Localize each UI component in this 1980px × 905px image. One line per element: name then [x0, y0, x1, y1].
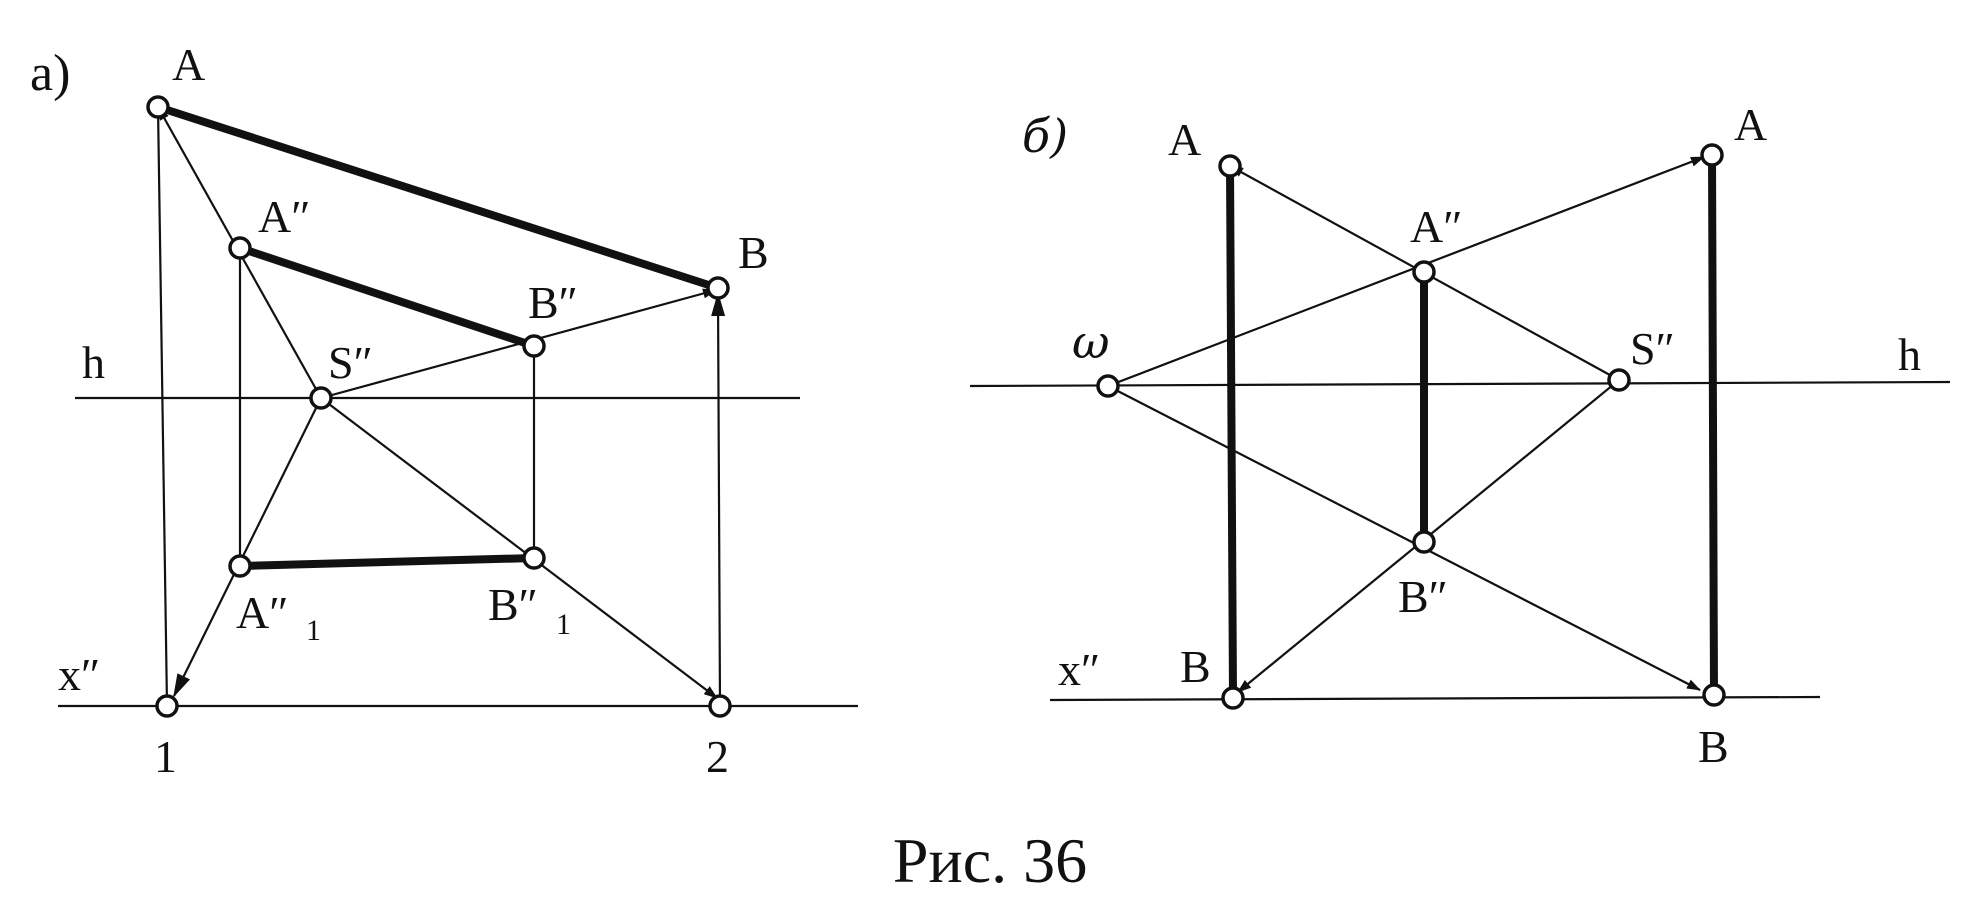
- label-B21: B″: [488, 579, 538, 630]
- segment-A21B21: [236, 554, 538, 570]
- line-2-to-B: [711, 292, 726, 707]
- panel-b: б) A A A″ B″ S″ ω h x″ B B: [969, 99, 1951, 772]
- point-A: [146, 95, 170, 119]
- horizon-line-h: [969, 380, 1951, 388]
- label-S2: S″: [328, 337, 373, 388]
- label-A21: A″: [236, 587, 288, 638]
- point-A-right: [1700, 143, 1724, 167]
- point-A2: [228, 236, 252, 260]
- label-B2: B″: [1398, 571, 1448, 622]
- label-x2: x″: [58, 649, 100, 700]
- label-omega: ω: [1072, 315, 1110, 369]
- label-B-right: B: [1698, 721, 1729, 772]
- ray-omega-to-B-right: [1107, 385, 1701, 691]
- label-B21-subscript: 1: [556, 608, 571, 641]
- label-h: h: [1898, 329, 1921, 380]
- ray-omega-to-A-right: [1107, 155, 1705, 388]
- ray-S2-to-2: [320, 397, 718, 699]
- label-A-right: A: [1734, 99, 1767, 150]
- label-B-left: B: [1180, 641, 1211, 692]
- label-B2: B″: [528, 277, 578, 328]
- point-A-left: [1218, 154, 1242, 178]
- point-1: [155, 694, 179, 718]
- label-A21-subscript: 1: [306, 614, 321, 647]
- label-A-left: A: [1168, 114, 1201, 165]
- panel-a: а) A B A″ B″ S″ A″ 1 B: [30, 39, 858, 782]
- label-1: 1: [154, 731, 177, 782]
- label-B: B: [738, 227, 769, 278]
- point-B-right: [1702, 683, 1726, 707]
- label-x2: x″: [1058, 644, 1100, 695]
- label-S2: S″: [1630, 323, 1675, 374]
- point-S2: [1607, 368, 1631, 392]
- panel-a-tag: а): [30, 45, 70, 102]
- point-S2: [309, 386, 333, 410]
- segment-AB: [154, 103, 722, 292]
- point-B2: [1412, 530, 1436, 554]
- point-A21: [228, 554, 252, 578]
- point-2: [708, 694, 732, 718]
- point-omega: [1096, 374, 1120, 398]
- point-B2: [522, 334, 546, 358]
- label-h: h: [82, 337, 105, 388]
- label-2: 2: [706, 731, 729, 782]
- figure-caption: Рис. 36: [893, 825, 1087, 896]
- point-A2: [1412, 260, 1436, 284]
- panel-b-tag: б): [1022, 109, 1068, 163]
- point-B21: [522, 546, 546, 570]
- point-B-left: [1221, 686, 1245, 710]
- label-A: A: [172, 39, 205, 90]
- point-B: [706, 276, 730, 300]
- ray-S2-to-1: [173, 397, 322, 698]
- label-A2: A″: [258, 191, 310, 242]
- label-A2: A″: [1410, 201, 1462, 252]
- segment-A2B2: [236, 244, 538, 350]
- ground-line-x2: [1049, 695, 1821, 702]
- line-A-to-1: [156, 106, 169, 707]
- segment-AB-right: [1708, 151, 1718, 699]
- segment-AB-left: [1226, 162, 1237, 702]
